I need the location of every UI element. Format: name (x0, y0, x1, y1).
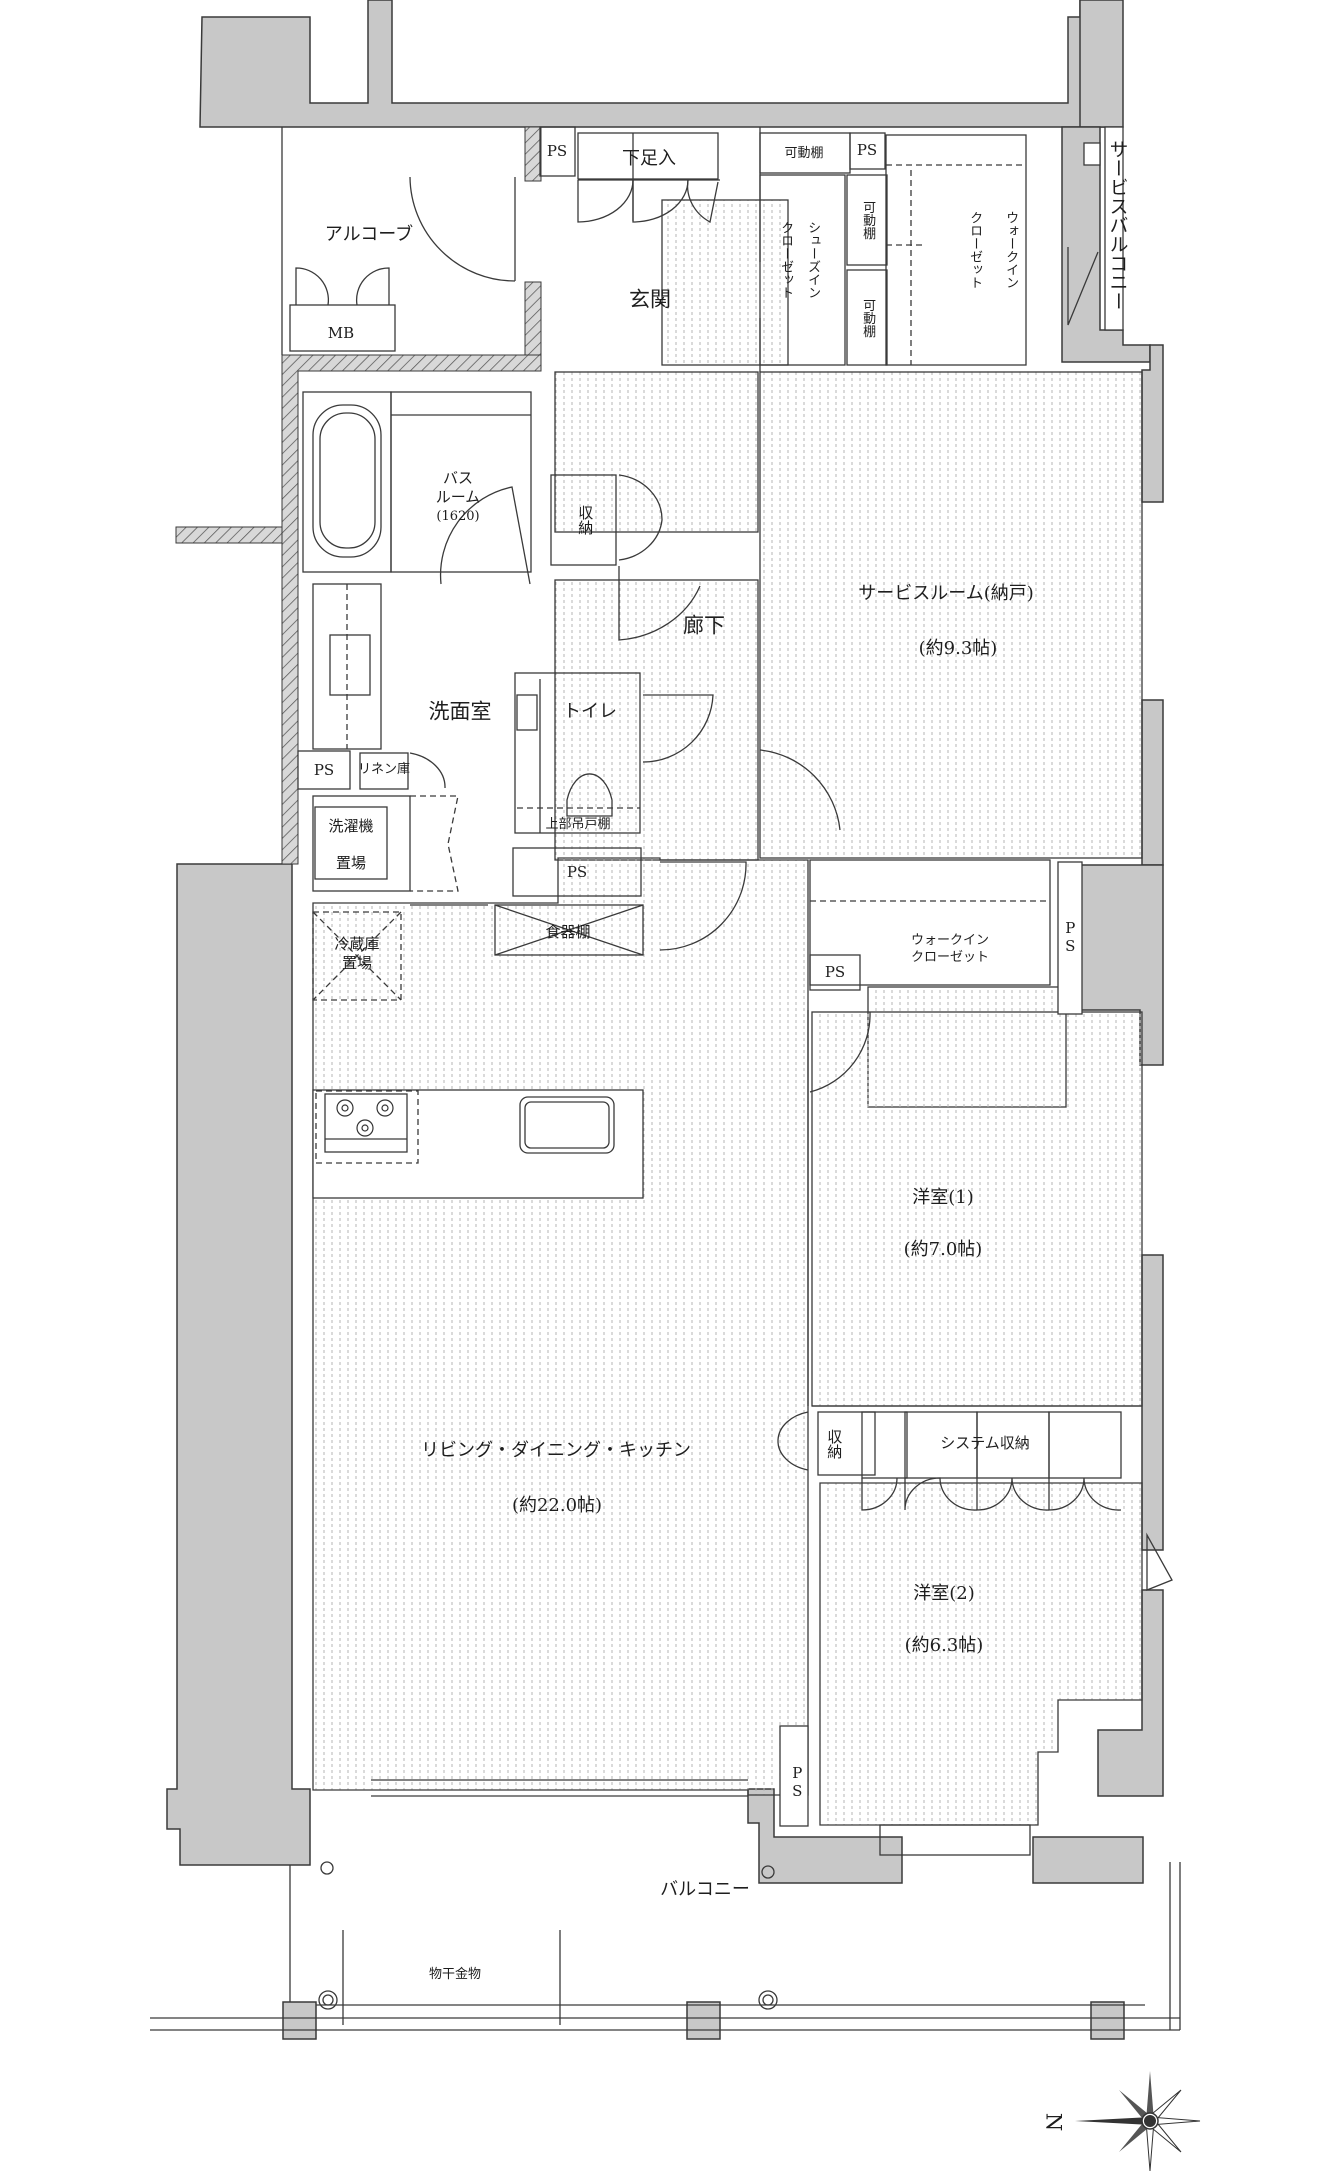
room-label-western-2-size: (約6.3帖) (904, 1635, 984, 1657)
hatched-walls (175, 126, 542, 865)
room-label-mb: MB (327, 323, 355, 342)
room-label-storage-hall: 収納 (576, 505, 595, 535)
room-label-washer-1: 洗濯機 (328, 816, 374, 835)
compass-north-label: N (1041, 2112, 1066, 2132)
room-label-ps-top-left: PS (546, 141, 568, 160)
room-label-walkin-top-closet: クローゼット (967, 211, 983, 289)
room-label-ldk: リビング・ダイニング・キッチン (421, 1440, 691, 1462)
room-label-cupboard: 食器棚 (545, 922, 591, 941)
room-label-ps-right: PS (1061, 919, 1080, 955)
room-label-storage-w2: 収納 (825, 1429, 844, 1459)
room-label-walkin-mid-2: クローゼット (910, 949, 990, 965)
room-label-alcove: アルコーブ (324, 224, 414, 246)
room-label-western-1-size: (約7.0帖) (903, 1239, 983, 1261)
gas-burners (336, 1099, 394, 1137)
room-label-linen: リネン庫 (357, 761, 411, 777)
room-label-fridge-2: 置場 (341, 953, 373, 972)
room-label-shoe-in-closet: シューズイン (805, 221, 821, 299)
label-clothes-hanger: 物干金物 (428, 1966, 482, 1982)
room-label-movable-shelf-top: 可動棚 (784, 145, 824, 161)
room-label-shoe-in-closet-closet: クローゼット (778, 221, 794, 299)
room-label-ps-wash: PS (313, 760, 335, 779)
flooring (312, 199, 1143, 1826)
room-label-toilet: トイレ (563, 701, 617, 723)
room-label-western-1: 洋室(1) (912, 1187, 974, 1209)
room-label-bath-2: ルーム (435, 487, 481, 506)
room-label-shoe-box: 下足入 (622, 148, 676, 170)
room-label-service-room: サービスルーム(納戸) (858, 583, 1034, 605)
room-label-ps-top-right: PS (856, 140, 878, 159)
room-label-bath-size: (1620) (436, 508, 480, 524)
room-label-washroom: 洗面室 (428, 699, 492, 724)
compass-rose-icon (1075, 2071, 1201, 2172)
room-label-system-storage: システム収納 (940, 1433, 1030, 1452)
room-label-balcony: バルコニー (660, 1879, 750, 1901)
structural-walls (166, 0, 1164, 2040)
room-label-washer-2: 置場 (335, 853, 367, 872)
room-label-genkan: 玄関 (629, 287, 671, 312)
room-label-western-2: 洋室(2) (913, 1583, 975, 1605)
room-label-ps-bottom: PS (788, 1764, 807, 1800)
room-label-ldk-size: (約22.0帖) (511, 1495, 603, 1517)
room-label-ps-toilet: PS (566, 862, 588, 881)
room-label-service-room-size: (約9.3帖) (918, 638, 998, 660)
room-label-movable-shelf-2: 可動棚 (860, 298, 876, 338)
room-label-fridge-1: 冷蔵庫 (334, 934, 380, 953)
room-label-walkin-mid-1: ウォークイン (910, 932, 990, 948)
room-label-corridor: 廊下 (683, 613, 725, 638)
interior-lines (150, 126, 1181, 2031)
room-label-walkin-top: ウォークイン (1003, 211, 1019, 289)
room-label-upper-cabinet: 上部吊戸棚 (545, 816, 611, 832)
room-label-service-balcony: サービスバルコニー (1106, 139, 1129, 311)
room-label-ps-walkin: PS (824, 962, 846, 981)
room-label-bath-1: バス (442, 468, 474, 487)
room-label-movable-shelf-1: 可動棚 (860, 200, 876, 240)
